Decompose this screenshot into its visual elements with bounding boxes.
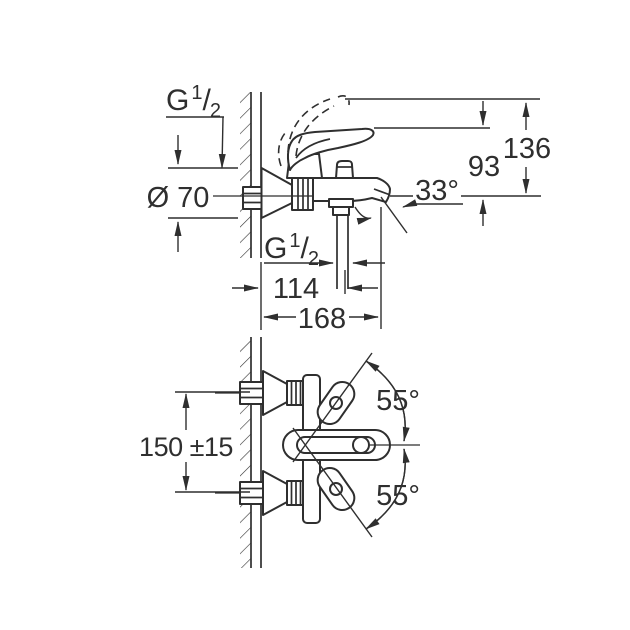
mixer-body-side	[312, 177, 391, 203]
label-spout-angle: 33°	[415, 175, 459, 207]
label-55-lower: 55°	[376, 480, 420, 512]
union-nut-side	[291, 176, 314, 211]
label-168: 168	[298, 303, 346, 335]
label-93: 93	[468, 151, 500, 183]
wall-section-front	[240, 337, 262, 568]
upper-connection	[215, 370, 304, 416]
supply-union-hex-side	[242, 186, 263, 210]
shower-outlet-and-hose	[328, 198, 354, 289]
lower-connection	[215, 470, 304, 516]
label-136: 136	[503, 133, 551, 165]
spout-hub-front	[352, 436, 370, 454]
label-55-upper: 55°	[376, 385, 420, 417]
diverter-knob	[335, 160, 354, 179]
lever-handle	[286, 127, 375, 171]
label-connection-spacing: 150 ±15	[139, 432, 233, 462]
label-114: 114	[273, 273, 319, 305]
front-view: 150 ±15 55° 55°	[139, 337, 420, 568]
wall-section-side	[240, 92, 262, 258]
dimension-lines-front	[175, 352, 420, 538]
lever-raised-dashed	[277, 95, 350, 167]
dimension-lines-side	[166, 98, 541, 330]
label-escutcheon-diameter: Ø 70	[147, 182, 210, 214]
swivel-arrow	[354, 206, 372, 225]
